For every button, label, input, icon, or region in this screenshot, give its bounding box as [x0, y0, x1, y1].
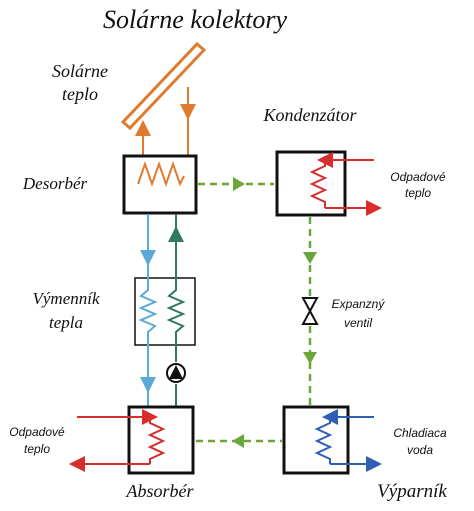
- heat-exchanger-box: [134, 277, 196, 346]
- cooling-water-label-1: Chladiaca: [393, 426, 447, 440]
- absorber-label: Absorbér: [126, 481, 195, 501]
- diagram-title: Solárne kolektory: [103, 5, 288, 34]
- absorber-waste-heat-pipes: [69, 409, 158, 472]
- heat-coil-icon: [147, 417, 166, 464]
- cold-coil-icon: [138, 284, 158, 339]
- heat-exchanger-label-1: Výmenník: [32, 289, 99, 308]
- desorber-box: [122, 154, 198, 215]
- refrigerant-arrow-upper: [303, 252, 317, 264]
- waste-heat-right-label-2: teplo: [405, 186, 431, 200]
- refrigerant-arrow-lower: [303, 352, 317, 364]
- solar-collector: [120, 41, 207, 131]
- heat-coil-icon: [314, 417, 333, 464]
- warm-coil-icon: [166, 284, 186, 339]
- solar-heat-label-2: teplo: [62, 84, 98, 104]
- solar-heat-label-1: Solárne: [52, 61, 108, 81]
- expansion-valve-label-1: Expanzný: [332, 297, 386, 311]
- condenser-box: [275, 150, 347, 217]
- condenser-waste-heat-pipes: [317, 152, 382, 216]
- desorber-label: Desorbér: [22, 174, 88, 193]
- waste-heat-left-label-2: teplo: [24, 442, 50, 456]
- waste-heat-right-label-1: Odpadové: [390, 170, 446, 184]
- expansion-valve-icon: [301, 297, 319, 325]
- absorber-box: [127, 405, 195, 475]
- evaporator-label: Výparník: [377, 481, 447, 502]
- waste-heat-left-label-1: Odpadové: [9, 425, 65, 439]
- vapor-arrow-bottom: [232, 434, 244, 448]
- pump-icon: [166, 363, 186, 383]
- heat-coil-icon: [309, 160, 328, 208]
- condenser-label: Kondenzátor: [262, 105, 357, 125]
- cooling-water-label-2: voda: [407, 443, 433, 457]
- solar-loop: [135, 87, 196, 157]
- expansion-valve-label-2: ventil: [344, 316, 372, 330]
- heat-exchanger-label-2: tepla: [49, 313, 83, 332]
- vapor-arrow-top: [233, 177, 245, 191]
- cooling-water-pipes: [322, 409, 382, 472]
- heat-coil-icon: [137, 160, 185, 188]
